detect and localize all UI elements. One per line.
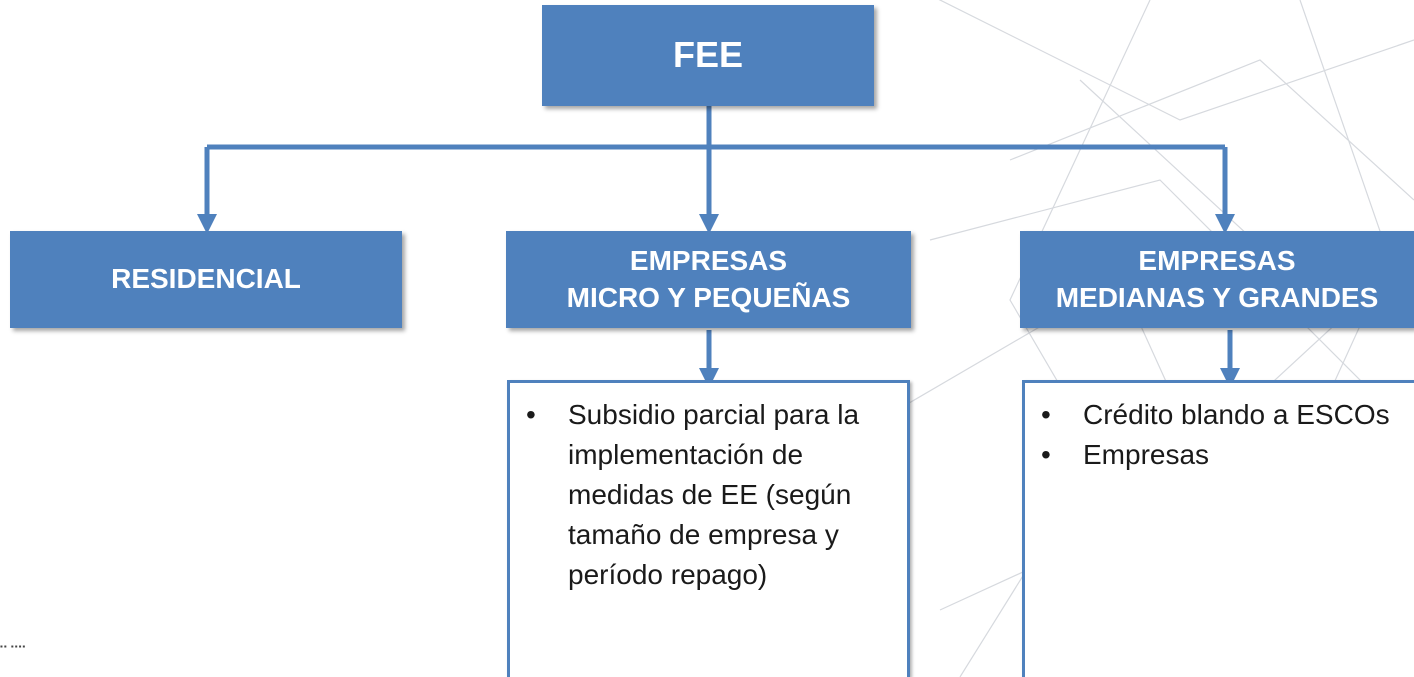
root-label: FEE (672, 34, 743, 76)
partial-logo-mark: ▪▪ ▪▪▪▪ (0, 642, 27, 651)
node-medianas-grandes: EMPRESAS MEDIANAS Y GRANDES (1020, 231, 1414, 328)
node-medianas-grandes-title-line-1: EMPRESAS (1138, 245, 1296, 277)
node-residencial-title: RESIDENCIAL (111, 263, 301, 295)
list-item: Crédito blando a ESCOs (1039, 395, 1406, 435)
root-node-fee: FEE (542, 5, 874, 106)
list-item: Subsidio parcial para la implementación … (524, 395, 899, 595)
node-medianas-grandes-title-line-2: MEDIANAS Y GRANDES (1055, 281, 1379, 313)
details-micro-pequenas: Subsidio parcial para la implementación … (507, 380, 910, 677)
details-micro-pequenas-list: Subsidio parcial para la implementación … (524, 395, 899, 595)
details-medianas-grandes: Crédito blando a ESCOs Empresas (1022, 380, 1414, 677)
list-item: Empresas (1039, 435, 1406, 475)
details-medianas-grandes-list: Crédito blando a ESCOs Empresas (1039, 395, 1406, 475)
node-micro-pequenas-title-line-1: EMPRESAS (629, 245, 788, 277)
node-micro-pequenas: EMPRESAS MICRO Y PEQUEÑAS (506, 231, 911, 328)
node-residencial: RESIDENCIAL (10, 231, 402, 328)
node-micro-pequenas-title-line-2: MICRO Y PEQUEÑAS (566, 281, 851, 313)
